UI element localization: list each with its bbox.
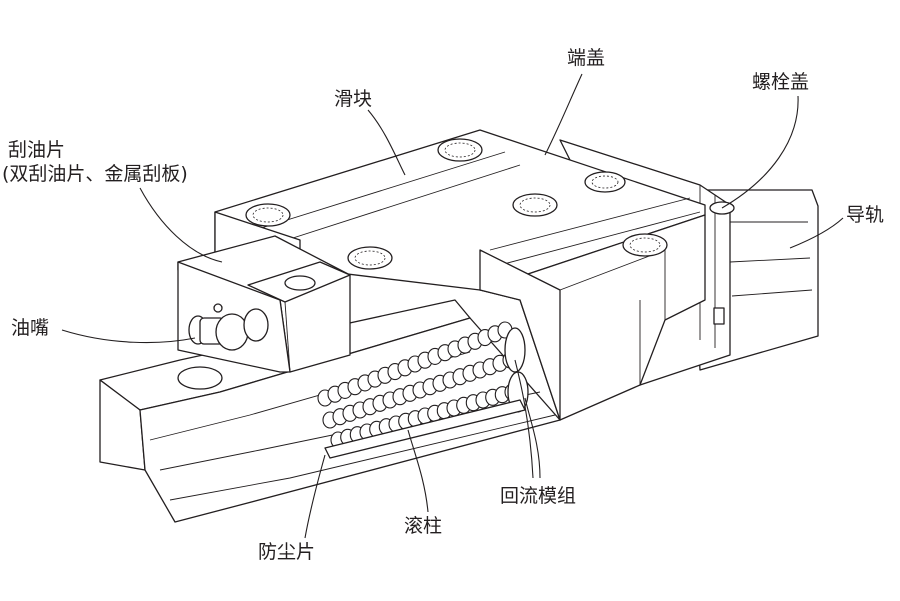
leader-recirculation-1: [524, 397, 541, 479]
leader-wiper: [139, 187, 223, 263]
label-end-cap: 端盖: [567, 47, 606, 69]
leader-recirculation-2: [514, 359, 534, 479]
label-wiper-detail: (双刮油片、金属刮板): [2, 163, 188, 185]
leader-dust-seal: [304, 454, 326, 539]
label-bolt-cap: 螺栓盖: [752, 71, 810, 93]
slider-block: [214, 129, 706, 421]
label-wiper: 刮油片: [8, 139, 66, 161]
block-mounting-holes: [245, 138, 668, 270]
leader-end-cap: [544, 73, 583, 156]
leader-bolt-cap: [721, 95, 799, 209]
label-dust-seal: 防尘片: [258, 541, 316, 563]
leader-grease-nipple: [61, 329, 196, 344]
leader-block: [367, 109, 406, 176]
grease-nipple: [188, 303, 269, 351]
label-grease-nipple: 油嘴: [11, 317, 50, 339]
leader-roller: [407, 429, 429, 513]
leader-rail: [789, 217, 844, 249]
label-rail: 导轨: [846, 204, 885, 226]
label-recirculation: 回流模组: [500, 485, 577, 507]
label-roller: 滚柱: [404, 515, 443, 537]
label-block: 滑块: [334, 88, 373, 110]
wiper-hole: [284, 275, 316, 291]
leader-lines: [61, 73, 844, 539]
rail-bolt-hole: [177, 366, 223, 390]
